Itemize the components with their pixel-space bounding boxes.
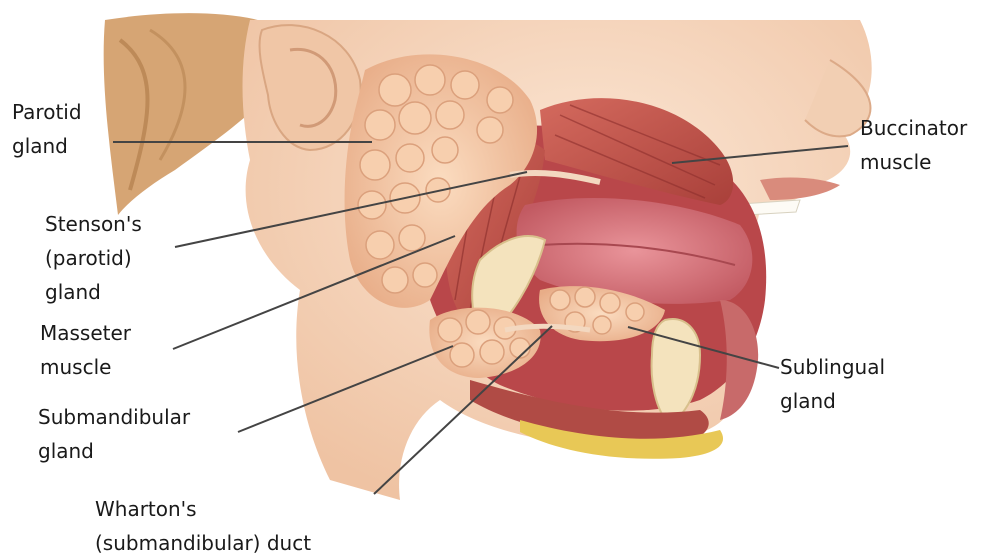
label-stensons-duct: Stenson's (parotid) gland (45, 207, 142, 309)
label-submandibular-gland: Submandibular gland (38, 400, 190, 468)
upper-lip-shape (760, 178, 840, 200)
label-sublingual-gland: Sublingual gland (780, 350, 885, 418)
label-buccinator-muscle: Buccinator muscle (860, 111, 967, 179)
label-parotid-gland: Parotid gland (12, 95, 82, 163)
label-whartons-duct: Wharton's (submandibular) duct (95, 492, 311, 560)
label-masseter-muscle: Masseter muscle (40, 316, 131, 384)
